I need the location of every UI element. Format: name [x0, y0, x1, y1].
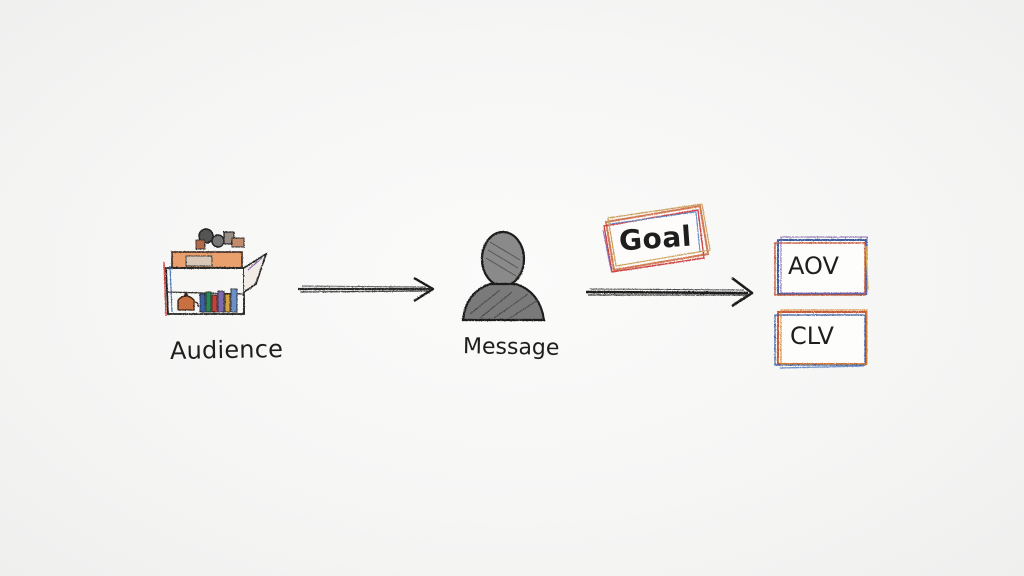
- audience-label: Audience: [169, 335, 284, 365]
- message-label: Message: [462, 334, 560, 361]
- clv-box: [774, 309, 868, 369]
- goal-box: [602, 203, 711, 273]
- shelf-with-products-icon: [163, 228, 268, 317]
- aov-box: [774, 236, 869, 296]
- aov-label: AOV: [788, 252, 839, 280]
- arrow-message-to-goal: [585, 276, 754, 308]
- arrow-audience-to-message: [298, 276, 435, 303]
- goal-label: Goal: [617, 219, 693, 258]
- clv-label: CLV: [790, 322, 834, 350]
- person-silhouette-icon: [461, 230, 546, 322]
